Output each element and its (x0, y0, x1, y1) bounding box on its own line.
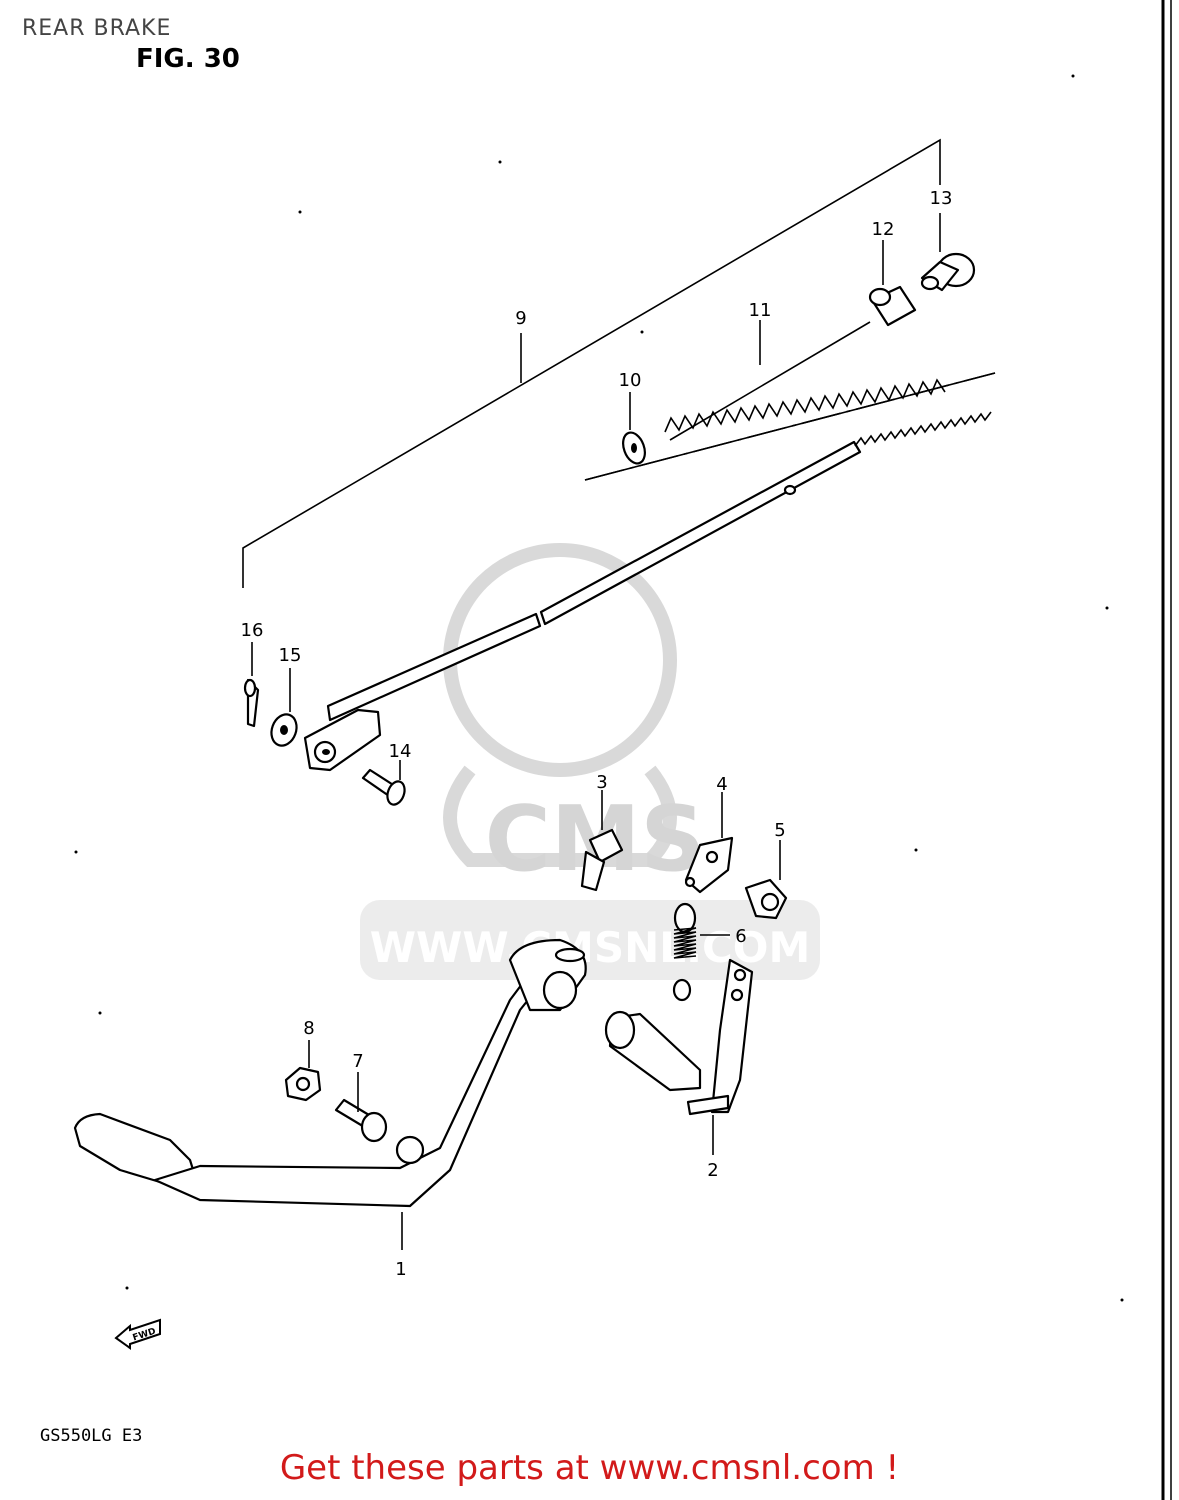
callout-1: 1 (395, 1259, 406, 1280)
brake-arm-shaft-part-2 (604, 958, 754, 1155)
cotter-pin-part-16 (243, 642, 260, 728)
forward-arrow-icon: FWD (114, 1318, 161, 1350)
brake-rod-part-9 (303, 411, 992, 772)
figure-label: FIG. 30 (136, 44, 240, 74)
watermark-logo: CMS WWW.CMSNL.COM (360, 543, 820, 980)
bolt-part-3 (580, 790, 624, 892)
callout-13: 13 (930, 188, 953, 209)
adjuster-nut-part-13 (920, 213, 976, 292)
assembly-bracket-10-11 (584, 372, 996, 481)
callout-16: 16 (241, 620, 264, 641)
get-parts-link[interactable]: Get these parts at www.cmsnl.com ! (279, 1448, 900, 1488)
callout-9: 9 (515, 308, 526, 329)
washer-part-10 (622, 392, 646, 465)
callout-10: 10 (619, 370, 642, 391)
callout-11: 11 (749, 300, 772, 321)
callout-3: 3 (596, 772, 607, 793)
callout-4: 4 (716, 774, 727, 795)
spring-part-6 (672, 902, 730, 1002)
washer-part-15 (270, 668, 298, 747)
callout-5: 5 (774, 820, 785, 841)
clevis-pin-part-14 (361, 760, 406, 806)
return-spring-part-11 (664, 320, 946, 441)
plate-part-4 (684, 792, 734, 894)
bolt-part-5 (744, 840, 788, 920)
callout-8: 8 (303, 1018, 314, 1039)
page-title: REAR BRAKE (22, 16, 172, 41)
assembly-bracket-9 (242, 138, 941, 588)
callout-7: 7 (352, 1051, 363, 1072)
callout-14: 14 (389, 741, 412, 762)
joint-part-12 (868, 240, 917, 327)
nut-part-8 (284, 1040, 322, 1102)
callout-6: 6 (735, 926, 746, 947)
callout-2: 2 (707, 1160, 718, 1181)
brake-pedal-part-1 (73, 938, 587, 1250)
scan-dots (74, 74, 1124, 1302)
callout-12: 12 (872, 219, 895, 240)
model-code: GS550LG E3 (40, 1426, 143, 1446)
bolt-part-7 (334, 1072, 388, 1143)
callout-15: 15 (279, 645, 302, 666)
